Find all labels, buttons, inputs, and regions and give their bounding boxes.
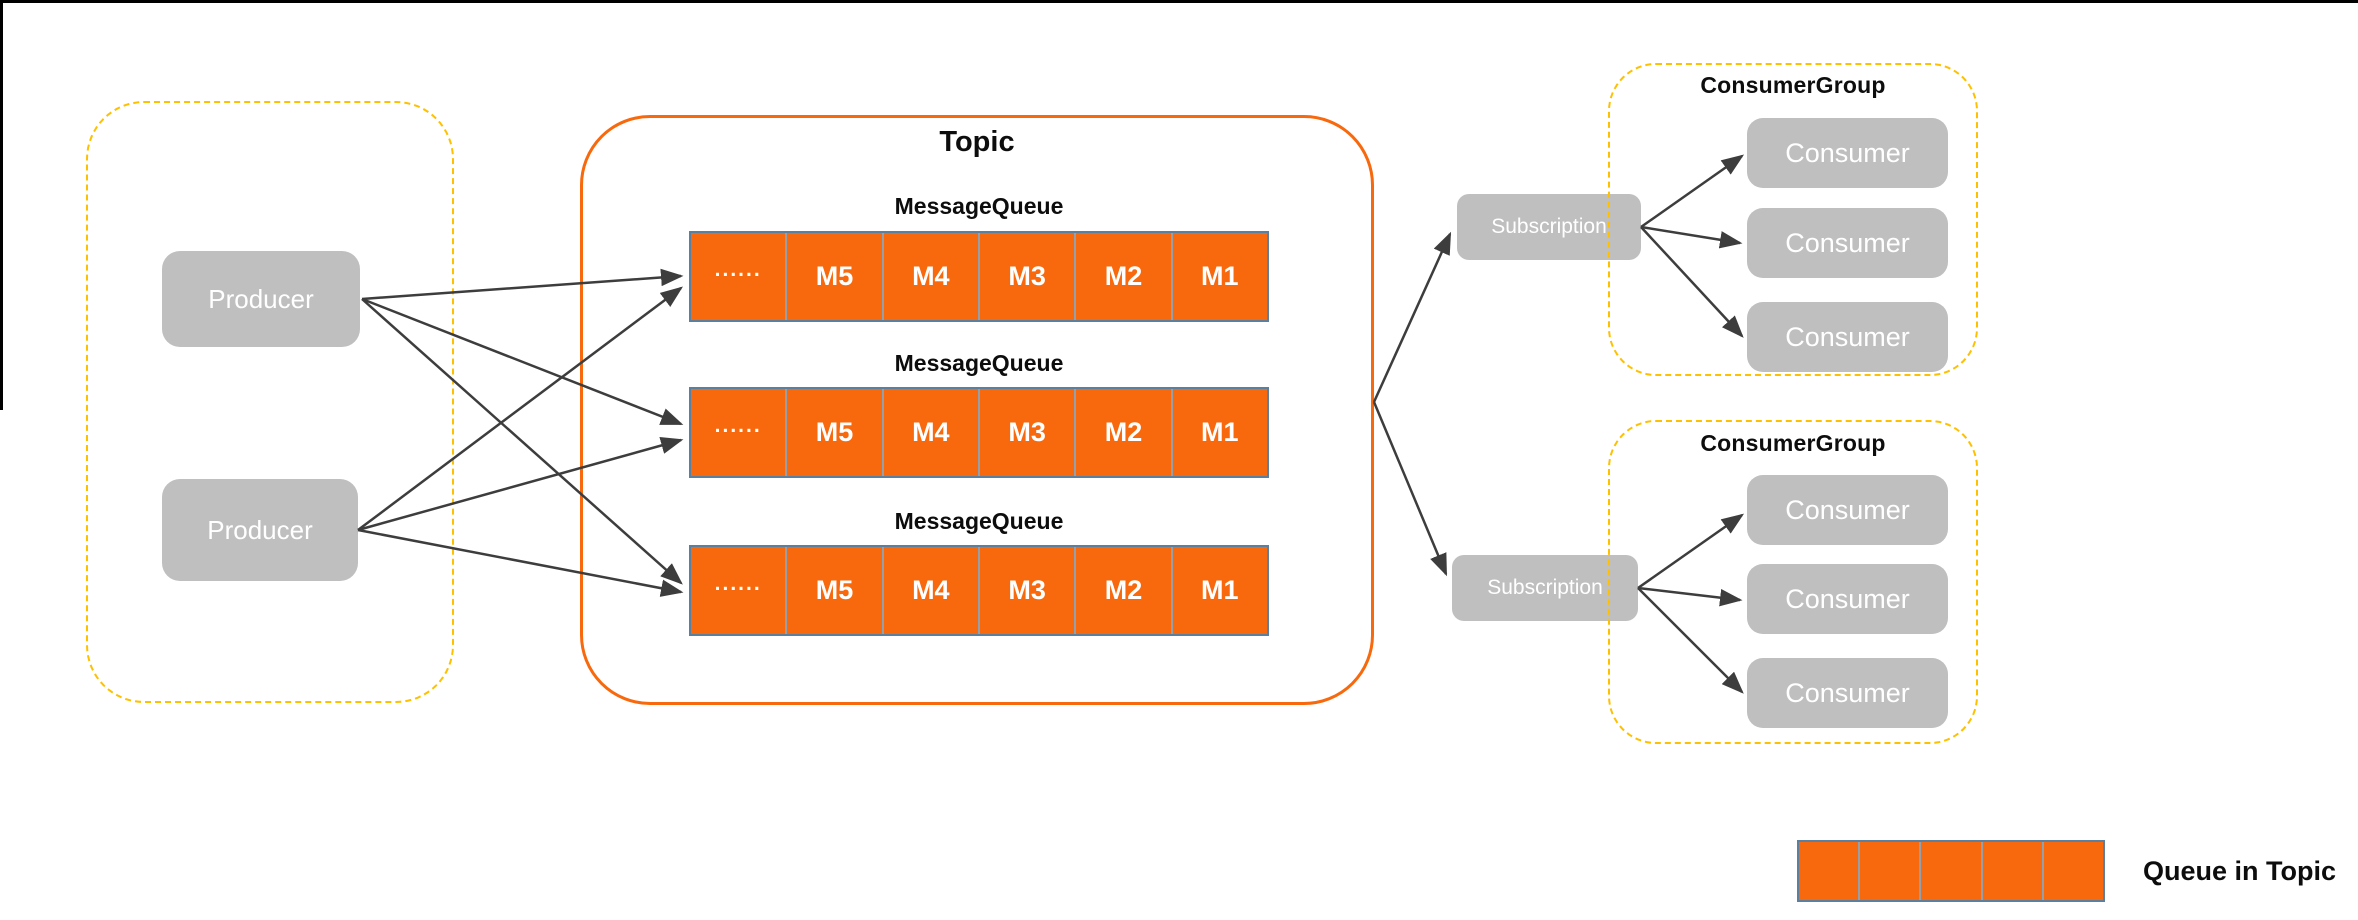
consumer-group-title: ConsumerGroup <box>1700 72 1886 98</box>
queue-cell: M1 <box>1201 575 1239 605</box>
queue-cell: M3 <box>980 547 1077 634</box>
consumer-node: Consumer <box>1747 118 1948 188</box>
frame-left-border <box>0 0 3 410</box>
legend-cell <box>1860 842 1922 900</box>
consumer-node: Consumer <box>1747 475 1948 545</box>
consumer-node: Consumer <box>1747 564 1948 634</box>
consumer-group-title: ConsumerGroup <box>1700 430 1886 456</box>
legend-label: Queue in Topic <box>2143 855 2337 886</box>
topic-title: Topic <box>939 126 1015 158</box>
legend-cell <box>2044 842 2103 900</box>
frame-top-border <box>0 0 2358 3</box>
queue-cell: M3 <box>980 389 1077 476</box>
legend-cell <box>1799 842 1861 900</box>
queue-cell: M3 <box>980 233 1077 320</box>
queue-cell-ellipsis: ...... <box>691 547 788 634</box>
subscription-node: Subscription <box>1452 555 1638 621</box>
legend-cell <box>1921 842 1983 900</box>
queue-cell: M5 <box>787 233 884 320</box>
queue-cell: M1 <box>1201 417 1239 447</box>
consumer-group-box <box>1608 420 1978 744</box>
queue-cell: M4 <box>884 233 980 320</box>
queue-cell: M2 <box>1076 389 1173 476</box>
queue-cell: M5 <box>787 389 884 476</box>
legend-queue-bar <box>1797 840 2105 902</box>
message-queue-label: MessageQueue <box>894 193 1064 219</box>
consumer-node: Consumer <box>1747 302 1948 372</box>
queue-cell: M4 <box>884 389 980 476</box>
message-queue-row: ...... M5 M4 M3 M2 M1 <box>689 231 1269 322</box>
queue-cell: M4 <box>884 547 980 634</box>
queue-cell-ellipsis: ...... <box>691 389 788 476</box>
queue-cell: M2 <box>1076 547 1173 634</box>
message-queue-label: MessageQueue <box>894 508 1064 534</box>
arrow-topic-subscription2 <box>1372 401 1448 577</box>
queue-cell: M5 <box>787 547 884 634</box>
message-queue-row: ...... M5 M4 M3 M2 M1 <box>689 387 1269 478</box>
queue-cell: M1 <box>1201 261 1239 291</box>
producer-node: Producer <box>162 251 360 347</box>
consumer-node: Consumer <box>1747 658 1948 728</box>
legend-cell <box>1983 842 2044 900</box>
queue-cell: M2 <box>1076 233 1173 320</box>
producer-group-box <box>86 101 454 703</box>
consumer-group-box <box>1608 63 1978 376</box>
arrow-topic-subscription1 <box>1372 231 1452 403</box>
message-queue-row: ...... M5 M4 M3 M2 M1 <box>689 545 1269 636</box>
consumer-node: Consumer <box>1747 208 1948 278</box>
producer-node: Producer <box>162 479 358 581</box>
subscription-node: Subscription <box>1457 194 1641 260</box>
queue-cell-ellipsis: ...... <box>691 233 788 320</box>
message-queue-label: MessageQueue <box>894 350 1064 376</box>
